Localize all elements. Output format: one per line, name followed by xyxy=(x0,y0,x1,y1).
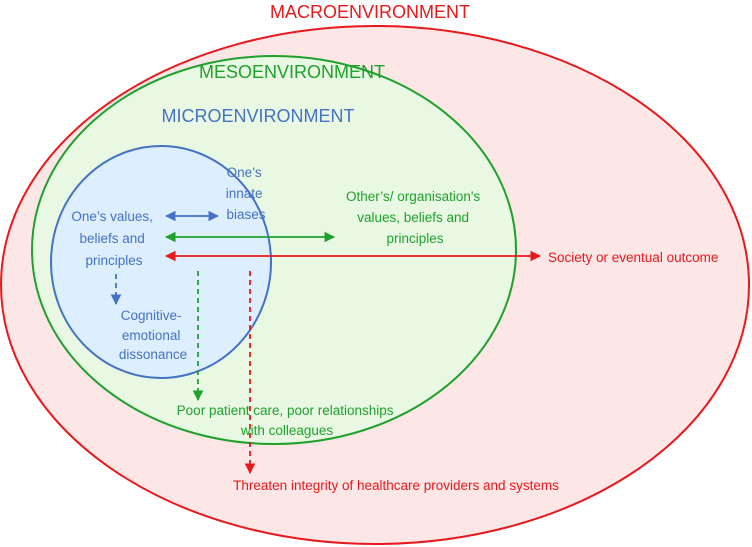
mesoenvironment-title: MESOENVIRONMENT xyxy=(199,62,385,82)
node-threaten-integrity: Threaten integrity of healthcare provide… xyxy=(233,478,559,493)
node-ones-values: One’s values, beliefs and principles xyxy=(71,209,156,268)
node-poor-care: Poor patient care, poor relationships wi… xyxy=(177,403,398,438)
node-others-values: Other’s/ organisation's values, beliefs … xyxy=(346,189,484,246)
microenvironment-ellipse xyxy=(50,145,272,379)
microenvironment-title: MICROENVIRONMENT xyxy=(162,106,355,126)
node-cognitive-dissonance: Cognitive- emotional dissonance xyxy=(119,308,187,362)
node-society: Society or eventual outcome xyxy=(548,250,718,265)
node-innate-biases: One’s innate biases xyxy=(226,165,267,222)
macroenvironment-title: MACROENVIRONMENT xyxy=(270,2,470,22)
